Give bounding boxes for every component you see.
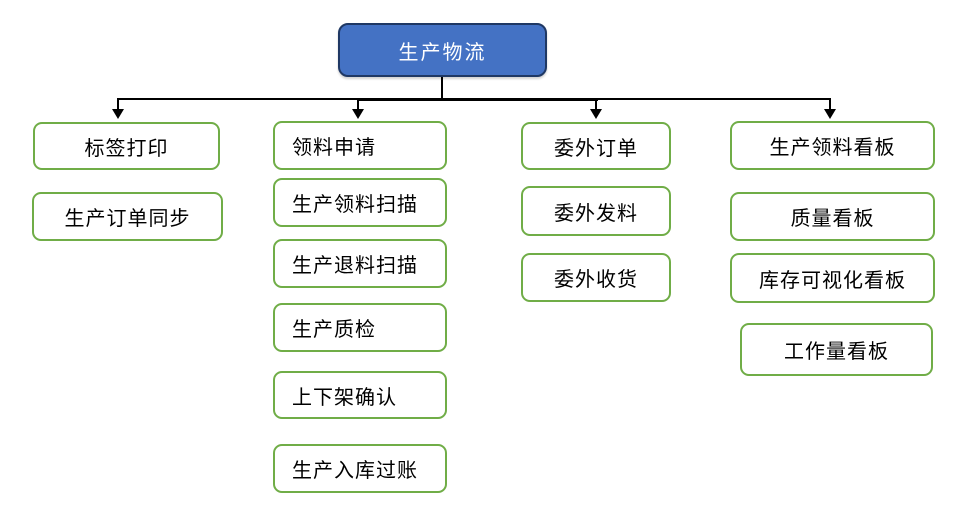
root-node-production-logistics: 生产物流 [338,23,547,77]
node-production-quality-inspection: 生产质检 [273,303,447,352]
node-inventory-visualization-board: 库存可视化看板 [730,253,935,303]
node-label: 生产入库过账 [292,460,418,482]
node-label: 库存可视化看板 [759,269,906,292]
node-production-order-sync: 生产订单同步 [32,192,223,241]
arrow-down-icon [352,109,364,119]
node-material-requisition-request: 领料申请 [273,121,447,170]
root-node-label: 生产物流 [398,41,487,64]
node-production-picking-board: 生产领料看板 [730,121,935,170]
node-quality-board: 质量看板 [730,192,935,241]
node-label: 上下架确认 [292,386,397,409]
node-label: 生产退料扫描 [292,255,418,277]
node-label: 委外发料 [554,202,638,225]
connector-horizontal-rail-thick-segment [357,98,598,101]
node-production-return-scan: 生产退料扫描 [273,239,447,288]
connector-drop-col3 [595,98,597,110]
node-label: 领料申请 [292,137,376,159]
node-label: 生产订单同步 [64,208,191,230]
connector-root-stem [441,77,443,99]
node-shelf-confirmation: 上下架确认 [273,371,447,419]
node-label: 工作量看板 [784,341,889,363]
arrow-down-icon [590,109,602,119]
node-outsourcing-order: 委外订单 [521,122,671,170]
arrow-down-icon [112,109,124,119]
node-label-printing: 标签打印 [33,122,220,170]
arrow-down-icon [824,109,836,119]
node-label: 质量看板 [790,208,875,230]
connector-drop-col1 [117,98,119,110]
node-label: 生产领料扫描 [292,194,418,216]
node-outsourcing-receiving: 委外收货 [521,253,671,302]
node-label: 委外收货 [554,269,638,291]
connector-drop-col2 [357,98,359,110]
node-label: 标签打印 [84,137,169,160]
node-outsourcing-material-issue: 委外发料 [521,186,671,236]
node-production-warehouse-posting: 生产入库过账 [273,444,447,493]
node-label: 生产领料看板 [769,137,896,159]
node-workload-board: 工作量看板 [740,323,933,376]
node-label: 生产质检 [292,319,376,341]
node-label: 委外订单 [554,137,638,160]
node-production-picking-scan: 生产领料扫描 [273,178,447,227]
connector-drop-col4 [829,98,831,110]
